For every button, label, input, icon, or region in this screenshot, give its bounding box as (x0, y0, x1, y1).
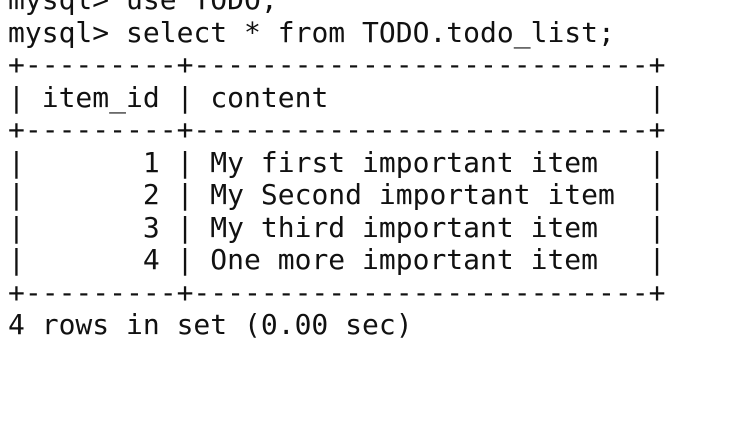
table-row: | 3 | My third important item | (8, 210, 666, 244)
table-row: | 1 | My first important item | (8, 145, 666, 179)
sql-command: select * from TODO.todo_list; (126, 15, 615, 49)
mysql-prompt: mysql> (8, 15, 127, 49)
cell-item-id: 3 (142, 210, 160, 244)
table-row: | 4 | One more important item | (8, 243, 666, 276)
table-bottom-border: +---------+---------------------------+ (8, 275, 666, 309)
column-header-item-id: item_id (41, 80, 160, 114)
result-summary: 4 rows in set (0.00 sec) (8, 308, 413, 341)
column-header-content: content (210, 80, 329, 114)
terminal-output: mysql> use TODO; mysql> select * from TO… (8, 0, 754, 342)
cell-content: My first important item (210, 145, 599, 179)
table-header-border: +---------+---------------------------+ (8, 113, 666, 146)
table-header-row: | item_id | content | (8, 80, 666, 114)
cell-content: One more important item (210, 243, 599, 276)
command-line: mysql> select * from TODO.todo_list; (8, 15, 754, 50)
previous-command-line: mysql> use TODO; (8, 0, 754, 17)
cell-item-id: 4 (142, 243, 160, 276)
table-row: | 2 | My Second important item | (8, 178, 666, 211)
cell-item-id: 1 (142, 145, 160, 179)
cell-content: My third important item (210, 210, 599, 244)
table-top-border: +---------+---------------------------+ (8, 48, 666, 81)
cell-content: My Second important item (210, 178, 615, 211)
cell-item-id: 2 (142, 178, 160, 211)
